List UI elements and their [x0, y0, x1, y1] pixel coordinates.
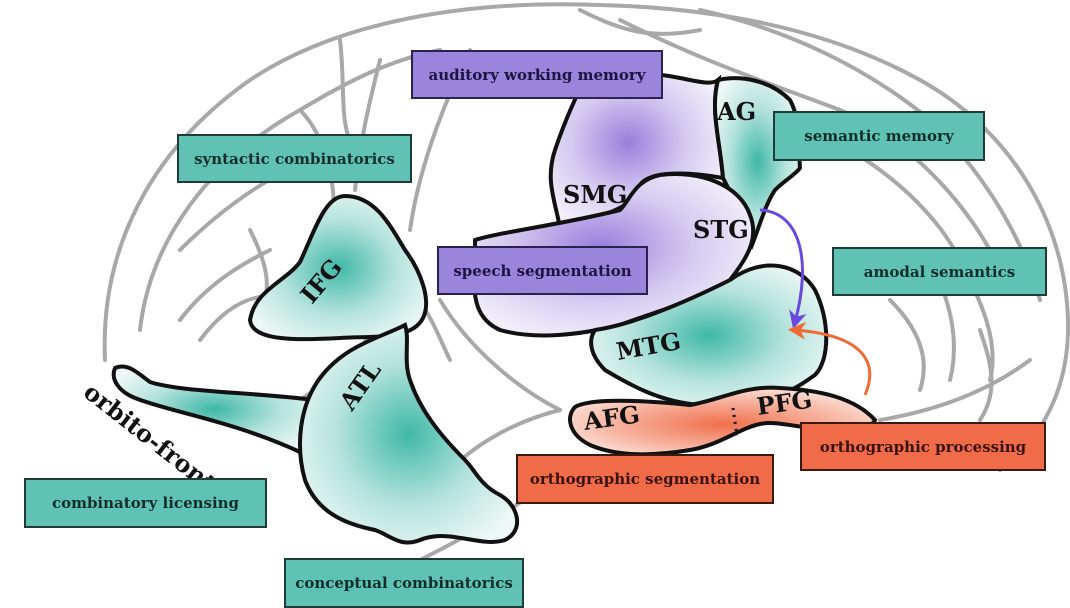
region-label-smg: SMG: [563, 180, 627, 209]
label-combinatory-licensing: combinatory licensing: [24, 478, 267, 528]
afg-pfg-divider: [731, 407, 739, 437]
label-conceptual-combinatorics: conceptual combinatorics: [284, 558, 524, 608]
label-auditory-working-memory: auditory working memory: [411, 50, 663, 99]
label-semantic-memory: semantic memory: [773, 111, 985, 161]
arrow-stg-to-mtg: [759, 208, 807, 329]
region-label-stg: STG: [693, 215, 749, 244]
label-syntactic-combinatorics: syntactic combinatorics: [177, 134, 412, 183]
region-atl: [298, 322, 520, 545]
label-amodal-semantics: amodal semantics: [832, 247, 1047, 296]
label-orthographic-segmentation: orthographic segmentation: [516, 454, 774, 504]
region-label-ag: AG: [716, 97, 756, 126]
region-ifg: [247, 193, 429, 342]
arrow-pfg-to-mtg: [787, 321, 872, 396]
label-orthographic-processing: orthographic processing: [800, 422, 1046, 471]
region-mtg: [589, 263, 829, 408]
label-speech-segmentation: speech segmentation: [437, 246, 648, 295]
